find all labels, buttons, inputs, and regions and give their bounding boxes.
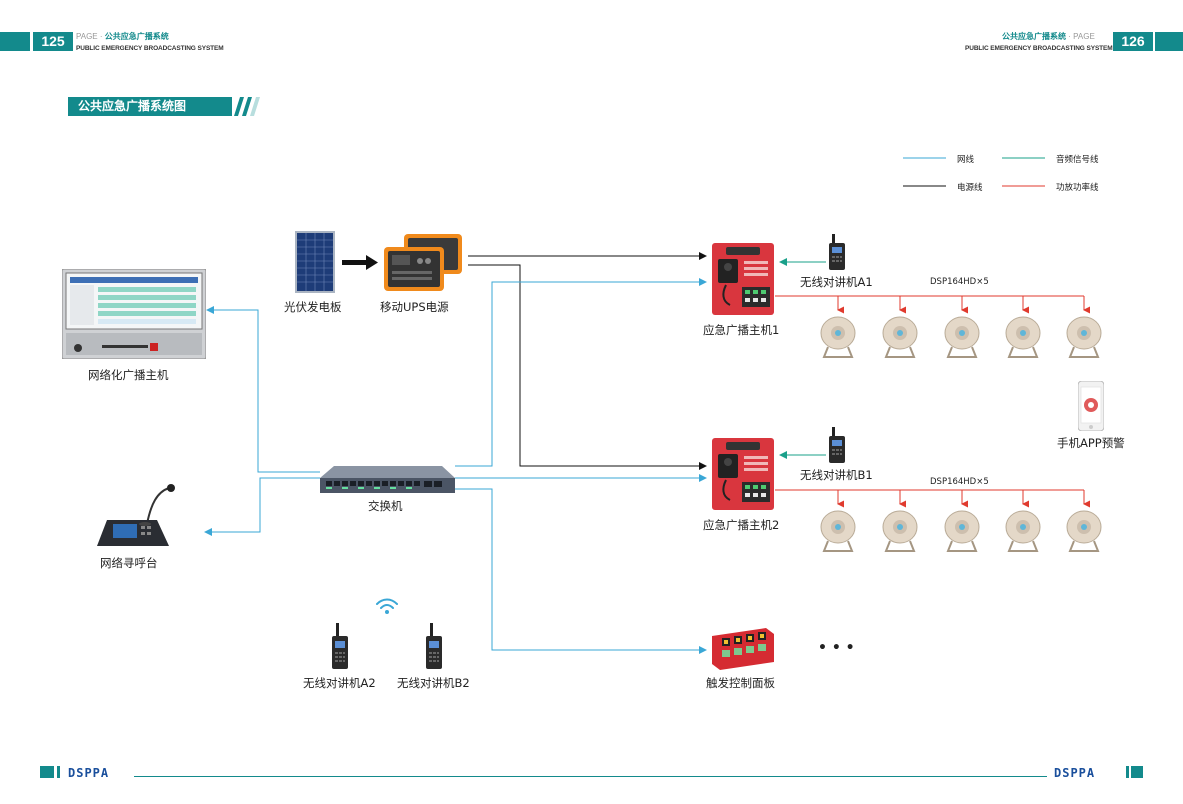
legend-network-label: 网线: [957, 155, 975, 165]
dsp-row2-label: DSP164HD×5: [930, 477, 989, 487]
speaker-icon: [1066, 316, 1102, 358]
footer-right-blocks: [1131, 766, 1143, 778]
switch-label: 交换机: [368, 499, 403, 513]
right-header-page-word: 公共应急广播系统 · PAGE: [1002, 31, 1095, 42]
left-page-number: 125: [33, 32, 73, 51]
more-devices-dots: • • •: [818, 640, 855, 656]
amp-drops-row2: [837, 490, 1090, 508]
paging-console-label: 网络寻呼台: [100, 556, 158, 570]
pv-panel-label: 光伏发电板: [284, 300, 342, 314]
left-header-page-word: PAGE · 公共应急广播系统: [76, 31, 169, 42]
left-page-word: PAGE: [76, 32, 98, 41]
legend-amp-label: 功放功率线: [1056, 183, 1099, 193]
trigger-panel-icon: [712, 628, 774, 670]
speaker-icon: [882, 510, 918, 552]
pv-to-ups-arrow: [342, 255, 378, 270]
right-page-number: 126: [1113, 32, 1153, 51]
phone-app-label: 手机APP预警: [1057, 436, 1125, 450]
left-dot: ·: [99, 32, 103, 41]
speaker-icon: [1066, 510, 1102, 552]
header-band-left: [0, 32, 30, 51]
left-cn-title: 公共应急广播系统: [104, 32, 169, 41]
right-cn-title: 公共应急广播系统: [1002, 32, 1066, 41]
radio-b1-icon: [829, 427, 845, 463]
speaker-icon: [1005, 510, 1041, 552]
footer-rule: [134, 776, 1047, 777]
header-band-right: [1155, 32, 1183, 51]
net-line-trigger: [455, 488, 707, 654]
radio-b1-label: 无线对讲机B1: [800, 468, 873, 482]
network-host-label: 网络化广播主机: [88, 368, 169, 382]
legend-audio-label: 音频信号线: [1056, 155, 1099, 165]
speaker-icon: [882, 316, 918, 358]
right-en-title: PUBLIC EMERGENCY BROADCASTING SYSTEM: [965, 45, 1113, 52]
footer-right-bar: [1126, 766, 1129, 778]
footer-logo-left: DSPPA: [68, 766, 110, 780]
radio-a2-icon: [332, 623, 348, 669]
net-line-host1: [455, 278, 707, 467]
solar-panel-icon: [295, 231, 335, 293]
footer-left-blocks: [40, 766, 54, 778]
dsp-row1-label: DSP164HD×5: [930, 277, 989, 287]
emergency-host2-label: 应急广播主机2: [703, 518, 780, 532]
switch-icon: [320, 466, 455, 493]
footer-left-bar: [57, 766, 60, 778]
paging-console-icon: [97, 484, 175, 546]
ups-icon: [384, 234, 462, 291]
speaker-icon: [944, 510, 980, 552]
speaker-icon: [1005, 316, 1041, 358]
emergency-host2-icon: [712, 438, 774, 510]
speaker-icon: [820, 316, 856, 358]
radio-a2-label: 无线对讲机A2: [303, 676, 376, 690]
radio-b2-label: 无线对讲机B2: [397, 676, 470, 690]
speakers-row1: [820, 316, 1102, 358]
radio-a1-icon: [829, 234, 845, 270]
footer-logo-right: DSPPA: [1054, 766, 1096, 780]
emergency-host1-icon: [712, 243, 774, 315]
radio-b2-icon: [426, 623, 442, 669]
speaker-icon: [944, 316, 980, 358]
right-dot: ·: [1068, 32, 1071, 41]
section-title: 公共应急广播系统图: [68, 97, 232, 116]
speaker-icon: [820, 510, 856, 552]
right-page-word: PAGE: [1073, 32, 1095, 41]
phone-app-icon: [1078, 381, 1104, 431]
network-host-icon: [62, 269, 206, 359]
net-line-network-host: [206, 306, 320, 473]
left-en-title: PUBLIC EMERGENCY BROADCASTING SYSTEM: [76, 45, 224, 52]
title-slashes: [234, 97, 260, 116]
amp-drops-row1: [837, 296, 1090, 314]
emergency-host1-label: 应急广播主机1: [703, 323, 780, 337]
legend-power-label: 电源线: [957, 183, 983, 193]
power-line-host2: [468, 264, 707, 470]
wifi-icon: [376, 598, 398, 614]
trigger-panel-label: 触发控制面板: [706, 676, 775, 690]
speakers-row2: [820, 510, 1102, 552]
radio-a1-label: 无线对讲机A1: [800, 275, 873, 289]
net-line-paging: [204, 477, 320, 536]
ups-label: 移动UPS电源: [380, 300, 449, 314]
